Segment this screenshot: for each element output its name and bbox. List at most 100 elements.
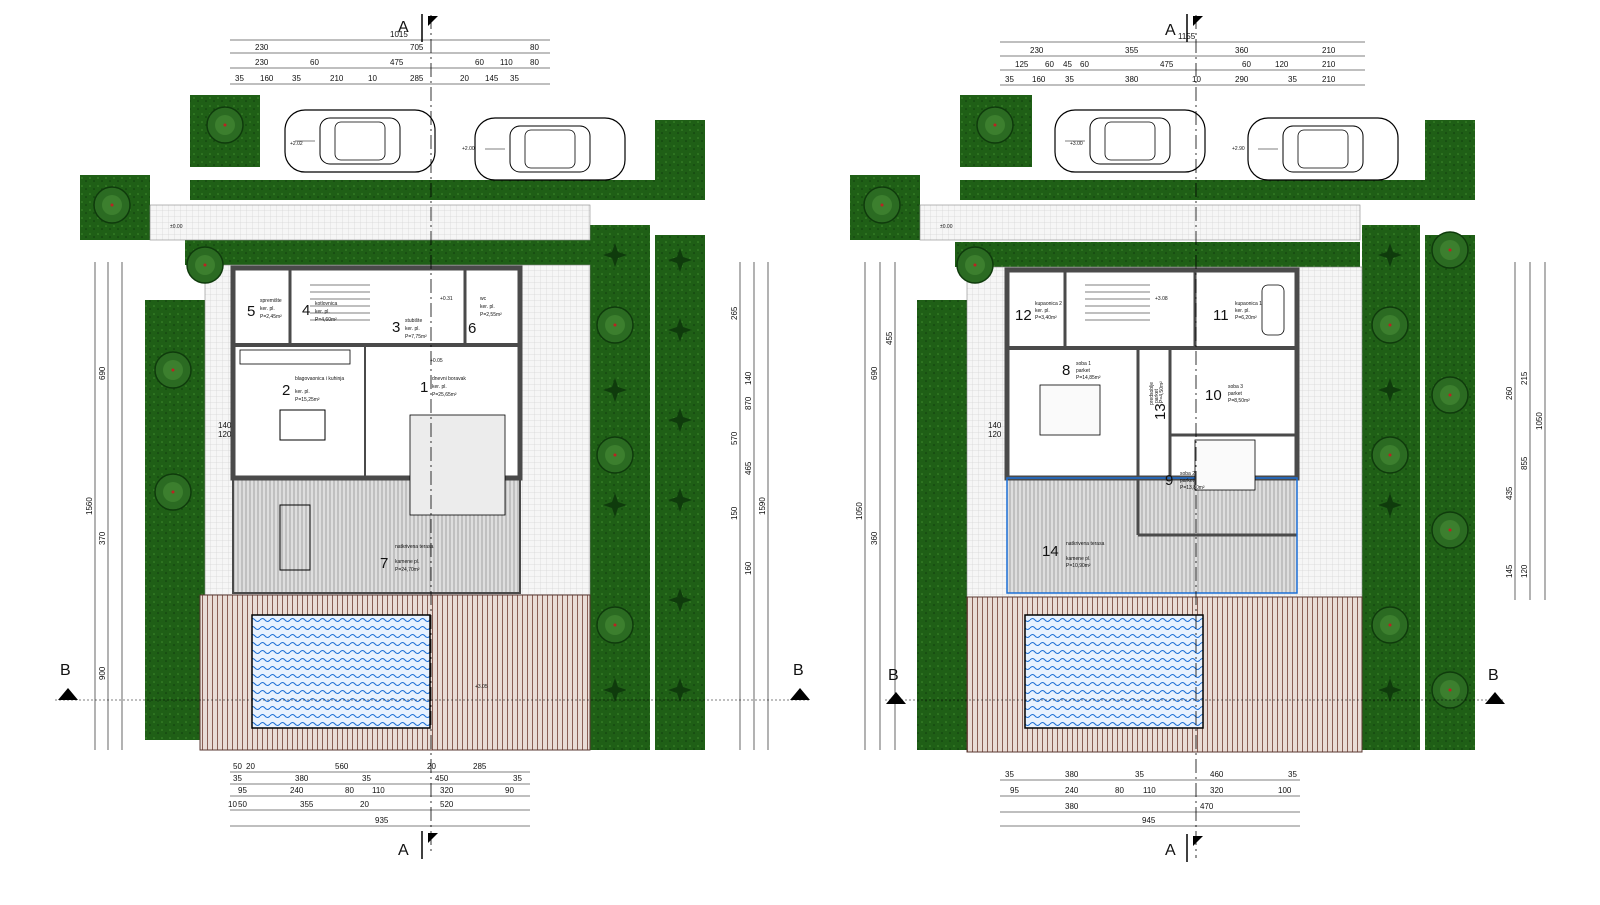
dim-label: 265 xyxy=(730,306,739,320)
dim-label: 210 xyxy=(1322,75,1336,84)
grass-area xyxy=(955,242,1360,267)
dim-label: 230 xyxy=(255,58,269,67)
room-area: P=10,90m² xyxy=(1066,563,1091,569)
dim-label: 120 xyxy=(1520,564,1529,578)
grass-area xyxy=(590,225,650,750)
tree-icon xyxy=(1431,511,1469,549)
dim-label: 520 xyxy=(440,800,454,809)
dim-label: 45 xyxy=(1063,60,1072,69)
dim-label: 60 xyxy=(1242,60,1251,69)
dim-label: 80 xyxy=(530,43,539,52)
room-label: 4 kotlovnica ker. pl. P=4,60m² xyxy=(302,301,337,323)
dim-label: 145 xyxy=(1505,564,1514,578)
dim-label: 100 xyxy=(1278,786,1292,795)
tree-icon xyxy=(956,246,994,284)
room-name: soba 3 xyxy=(1228,384,1243,390)
dim-label: 35 xyxy=(1065,75,1074,84)
room-area: P=3,40m² xyxy=(1035,315,1057,321)
room-name: spremište xyxy=(260,298,282,304)
bathtub xyxy=(1261,284,1285,336)
dim-label: 35 xyxy=(1135,770,1144,779)
room-name: stubište xyxy=(405,318,422,324)
paved-walkway xyxy=(149,204,591,241)
tree-icon xyxy=(1371,606,1409,644)
grass-area xyxy=(1425,235,1475,750)
dim-label: 80 xyxy=(345,786,354,795)
dim-label: 285 xyxy=(410,74,424,83)
dim-label: 35 xyxy=(233,774,242,783)
room-label: 5 spremište ker. pl. P=2,45m² xyxy=(247,298,282,320)
room-finish: ker. pl. xyxy=(432,384,447,390)
dim-label: 110 xyxy=(372,786,385,795)
room-name: soba 2 xyxy=(1180,471,1195,477)
room-area: P=4,50m² xyxy=(1159,381,1165,403)
paved-walkway xyxy=(919,204,1361,241)
right-plan: 1155 230 355 360 210 125 60 45 60 475 60… xyxy=(850,13,1546,863)
dim-label: 60 xyxy=(1045,60,1054,69)
grass-area xyxy=(1362,225,1420,750)
room-finish: kamene pl. xyxy=(1066,556,1090,562)
terrace-table xyxy=(279,504,311,571)
dim-label: 35 xyxy=(1005,770,1014,779)
room-finish: ker. pl. xyxy=(1235,308,1250,314)
section-arrow-icon xyxy=(1485,692,1505,704)
dim-label: 20 xyxy=(427,762,436,771)
dim-label: 690 xyxy=(98,366,107,380)
room-label: 8 soba 1 parket P=14,85m² xyxy=(1062,361,1101,381)
dim-label: 20 xyxy=(360,800,369,809)
dim-label: 110 xyxy=(500,58,513,67)
dim-label: 560 xyxy=(335,762,349,771)
dim-label: 355 xyxy=(1125,46,1139,55)
tree-icon xyxy=(93,186,131,224)
dim-label: 35 xyxy=(362,774,371,783)
dining-table xyxy=(279,409,326,441)
dim-label: 230 xyxy=(255,43,269,52)
room-name: dnevni boravak xyxy=(432,376,466,382)
level-mark: +3.05 xyxy=(475,684,488,690)
dim-label: 1050 xyxy=(855,502,864,520)
room-area: P=7,75m² xyxy=(405,334,427,340)
room-number: 9 xyxy=(1165,472,1173,489)
tree-icon xyxy=(1431,376,1469,414)
room-finish: ker. pl. xyxy=(260,306,275,312)
level-mark: +3.08 xyxy=(1155,296,1168,302)
level-mark: +0.05 xyxy=(430,358,443,364)
car-icon xyxy=(1247,117,1399,181)
room-name: blagovaonica i kuhinja xyxy=(295,376,344,382)
dim-label: 35 xyxy=(510,74,519,83)
section-arrow-icon xyxy=(790,688,810,700)
tree-icon xyxy=(154,351,192,389)
dim-label: 380 xyxy=(295,774,309,783)
dim-label: 290 xyxy=(1235,75,1249,84)
section-label-a: A xyxy=(1165,22,1176,39)
room-name: wc xyxy=(480,296,487,302)
car-icon xyxy=(284,109,436,173)
tree-icon xyxy=(596,306,634,344)
room-label: 9 soba 2 parket P=13,80m² xyxy=(1165,471,1205,491)
bed xyxy=(1194,439,1256,491)
level-mark: ±0.00 xyxy=(940,224,953,230)
dim-label: 20 xyxy=(246,762,255,771)
room-finish: parket xyxy=(1154,388,1160,403)
dim-label: 1560 xyxy=(85,497,94,515)
dim-label: 1050 xyxy=(1535,412,1544,430)
level-mark: +3.00 xyxy=(1070,141,1083,147)
room-name: natkrivena terasa xyxy=(1066,541,1105,547)
room-finish: kamene pl. xyxy=(395,559,419,565)
section-label-b: B xyxy=(793,662,804,679)
dim-label: 140 xyxy=(218,421,232,430)
dim-label: 475 xyxy=(1160,60,1174,69)
dim-label: 140 xyxy=(744,371,753,385)
section-label-a: A xyxy=(398,842,409,859)
dim-label: 160 xyxy=(744,561,753,575)
section-arrow-icon xyxy=(421,830,439,860)
dim-label: 570 xyxy=(730,431,739,445)
room-area: P=2,55m² xyxy=(480,312,502,318)
grass-area xyxy=(1425,120,1475,200)
dim-label: 1590 xyxy=(758,497,767,515)
dim-label: 210 xyxy=(1322,60,1336,69)
dim-label: 160 xyxy=(1032,75,1046,84)
dim-label: 80 xyxy=(1115,786,1124,795)
grass-area xyxy=(960,180,1475,200)
